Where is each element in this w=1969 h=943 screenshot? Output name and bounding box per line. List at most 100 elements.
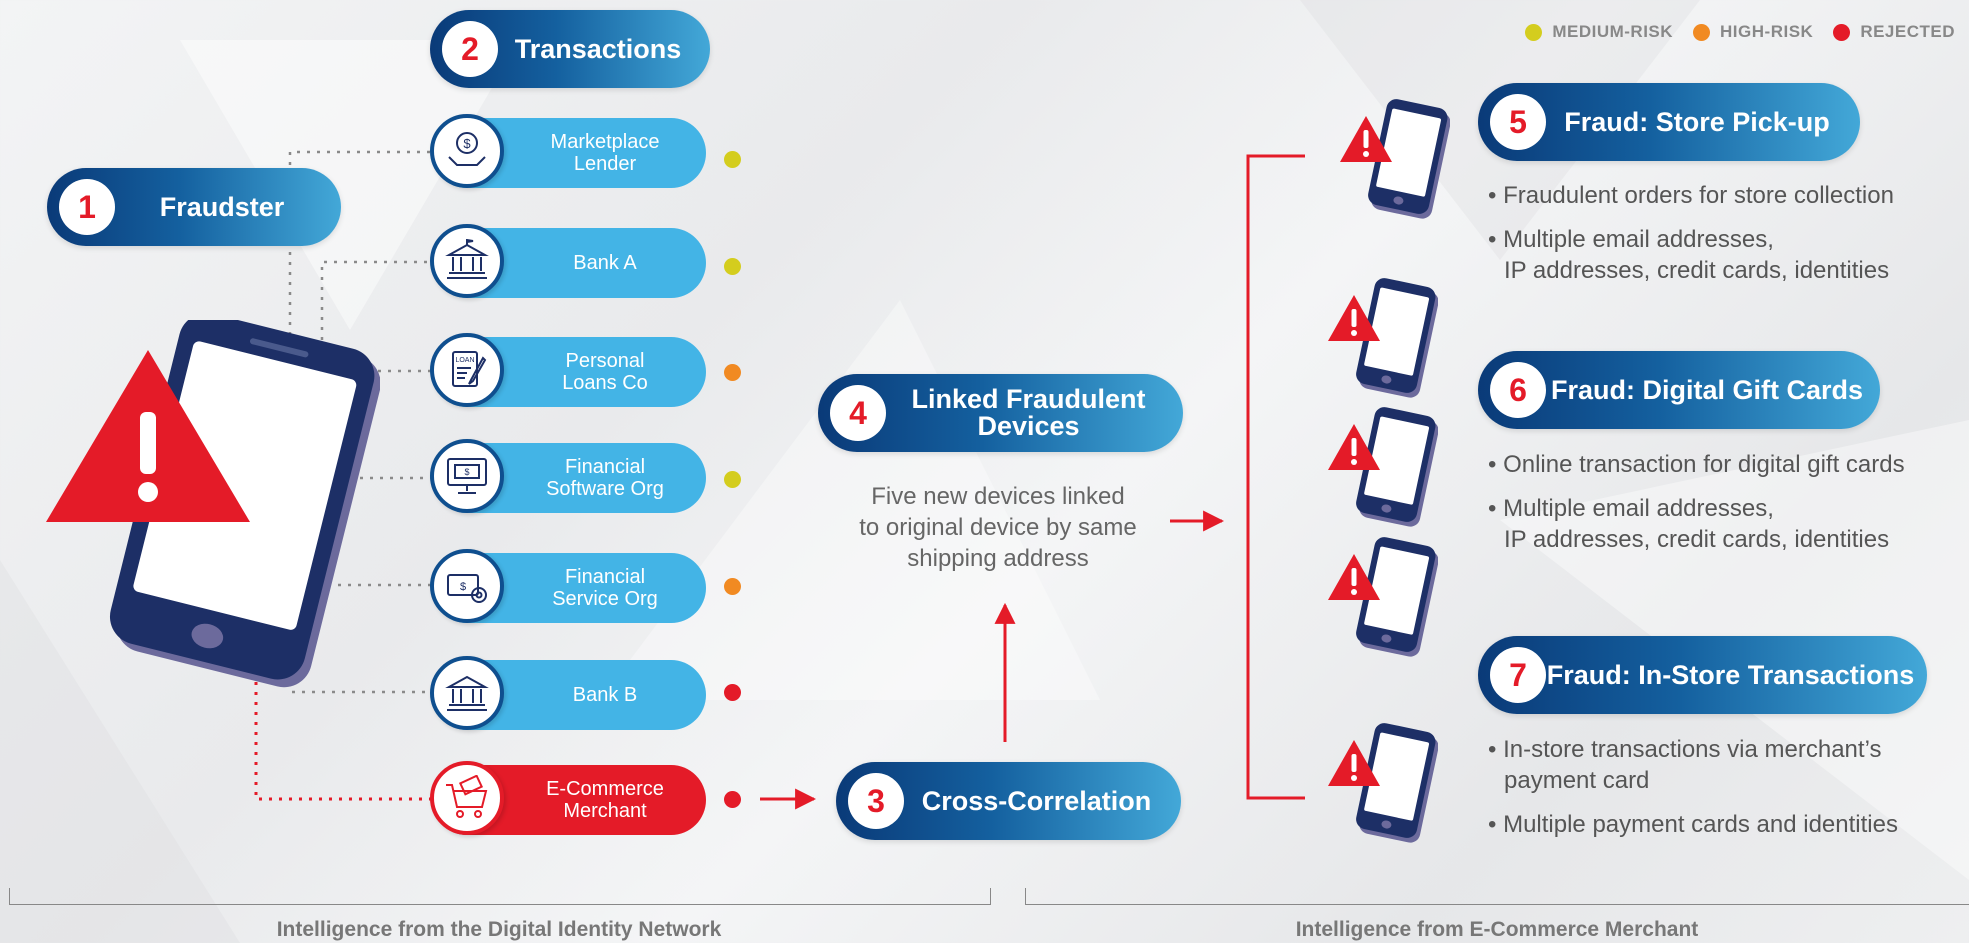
step-label: Fraud: Digital Gift Cards bbox=[1550, 374, 1864, 405]
bullet-text: Multiple payment cards and identities bbox=[1503, 811, 1898, 838]
step-label: Transactions bbox=[514, 33, 682, 64]
bullet-text: Multiple email addresses, bbox=[1503, 495, 1774, 522]
footer-bracket-right bbox=[1025, 888, 1969, 905]
step-number: 5 bbox=[1490, 94, 1546, 150]
legend-high-risk: HIGH-RISK bbox=[1693, 22, 1813, 42]
bullet-item: • Multiple payment cards and identities bbox=[1488, 811, 1898, 838]
step-number: 1 bbox=[59, 179, 115, 235]
bank-icon bbox=[445, 239, 489, 279]
medium-risk-dot bbox=[1525, 23, 1543, 41]
bullet-text: In-store transactions via merchant’s bbox=[1503, 736, 1882, 763]
bullet-item: • Multiple email addresses,IP addresses,… bbox=[1488, 224, 1958, 286]
step-in-store-transactions: 7 Fraud: In-Store Transactions bbox=[1478, 636, 1927, 714]
risk-legend: MEDIUM-RISK HIGH-RISK REJECTED bbox=[1525, 22, 1955, 42]
legend-label: MEDIUM-RISK bbox=[1552, 22, 1674, 41]
bank-icon bbox=[445, 675, 489, 711]
linked-phone-icon bbox=[1328, 537, 1438, 657]
desc-line: Five new devices linked bbox=[871, 483, 1125, 510]
risk-dot-high bbox=[724, 578, 741, 595]
rejected-dot bbox=[1833, 23, 1851, 41]
step-store-pickup: 5 Fraud: Store Pick-up bbox=[1478, 83, 1860, 161]
bullet-item: • Online transaction for digital gift ca… bbox=[1488, 451, 1905, 478]
footer-label-left: Intelligence from the Digital Identity N… bbox=[276, 918, 722, 941]
high-risk-dot bbox=[1693, 23, 1711, 41]
linked-phone-icon bbox=[1328, 723, 1438, 843]
step-label: Cross-Correlation bbox=[921, 785, 1152, 816]
node-label-line2: Software Org bbox=[546, 478, 664, 500]
svg-text:$: $ bbox=[460, 581, 466, 593]
desc-line: to original device by same bbox=[859, 514, 1137, 541]
linked-phone-icon bbox=[1328, 278, 1438, 398]
risk-dot-rejected bbox=[724, 791, 741, 808]
bullet-text: Fraudulent orders for store collection bbox=[1503, 182, 1894, 209]
step-number: 2 bbox=[442, 21, 498, 77]
bullet-text-cont: IP addresses, credit cards, identities bbox=[1504, 257, 1890, 284]
legend-label: HIGH-RISK bbox=[1720, 22, 1814, 41]
risk-dot-medium bbox=[724, 471, 741, 488]
gift-cards-bullets: • Online transaction for digital gift ca… bbox=[1488, 449, 1963, 568]
step-number: 3 bbox=[848, 773, 904, 829]
step-number: 7 bbox=[1490, 647, 1546, 703]
footer-label-right: Intelligence from E-Commerce Merchant bbox=[1295, 918, 1699, 941]
risk-dot-medium bbox=[724, 258, 741, 275]
node-label-line1: Personal bbox=[565, 350, 645, 372]
step-label-line2: Devices bbox=[977, 411, 1080, 441]
bullet-item: • Multiple email addresses,IP addresses,… bbox=[1488, 493, 1963, 555]
svg-text:$: $ bbox=[463, 136, 471, 151]
legend-label: REJECTED bbox=[1860, 22, 1955, 41]
cash-gear-icon: $ bbox=[447, 574, 487, 603]
node-label-line1: Marketplace bbox=[550, 131, 660, 153]
desc-line: shipping address bbox=[907, 545, 1089, 572]
bullet-text: Multiple email addresses, bbox=[1503, 226, 1774, 253]
node-label-line1: E-Commerce bbox=[546, 778, 664, 800]
step-label: Fraudster bbox=[159, 191, 285, 222]
bullet-text-cont: payment card bbox=[1504, 767, 1650, 794]
bullet-text: Online transaction for digital gift card… bbox=[1503, 451, 1905, 478]
node-bank-a: Bank A bbox=[430, 224, 706, 298]
step-fraudster: 1 Fraudster bbox=[47, 168, 341, 246]
risk-dot-rejected bbox=[724, 684, 741, 701]
legend-rejected: REJECTED bbox=[1833, 22, 1955, 42]
step-label: Fraud: In-Store Transactions bbox=[1546, 659, 1915, 690]
node-label-line2: Loans Co bbox=[562, 372, 648, 394]
linked-phone-icon bbox=[1340, 99, 1450, 219]
step-digital-gift-cards: 6 Fraud: Digital Gift Cards bbox=[1478, 351, 1880, 429]
step-label: Fraud: Store Pick-up bbox=[1564, 106, 1830, 137]
store-pickup-bullets: • Fraudulent orders for store collection… bbox=[1488, 180, 1958, 299]
step-label-line1: Linked Fraudulent bbox=[911, 384, 1146, 414]
svg-text:LOAN: LOAN bbox=[455, 357, 474, 364]
bullet-text-cont: IP addresses, credit cards, identities bbox=[1504, 526, 1890, 553]
node-label-line2: Service Org bbox=[552, 588, 658, 610]
node-label-line2: Lender bbox=[573, 153, 637, 175]
step-cross-correlation: 3 Cross-Correlation bbox=[836, 762, 1181, 840]
node-label-line2: Merchant bbox=[563, 800, 647, 822]
svg-text:$: $ bbox=[464, 467, 469, 477]
node-label-line1: Bank A bbox=[573, 252, 637, 274]
legend-medium-risk: MEDIUM-RISK bbox=[1525, 22, 1673, 42]
loan-document-icon: LOAN bbox=[452, 351, 487, 387]
node-label-line1: Financial bbox=[564, 566, 646, 588]
step-number: 4 bbox=[830, 385, 886, 441]
node-label-line1: Bank B bbox=[572, 684, 638, 706]
linked-phone-icon bbox=[1328, 407, 1438, 527]
hands-dollar-icon: $ bbox=[448, 132, 486, 166]
node-label-line1: Financial bbox=[564, 456, 646, 478]
linked-devices-description: Five new devices linked to original devi… bbox=[828, 481, 1168, 574]
node-bank-b: Bank B bbox=[430, 656, 706, 730]
risk-dot-medium bbox=[724, 151, 741, 168]
step-number: 6 bbox=[1490, 362, 1546, 418]
shopping-cart-card-icon bbox=[446, 775, 488, 818]
fraudster-phone-icon bbox=[46, 320, 380, 688]
monitor-money-icon: $ bbox=[447, 458, 487, 494]
footer-bracket-left bbox=[9, 888, 991, 905]
